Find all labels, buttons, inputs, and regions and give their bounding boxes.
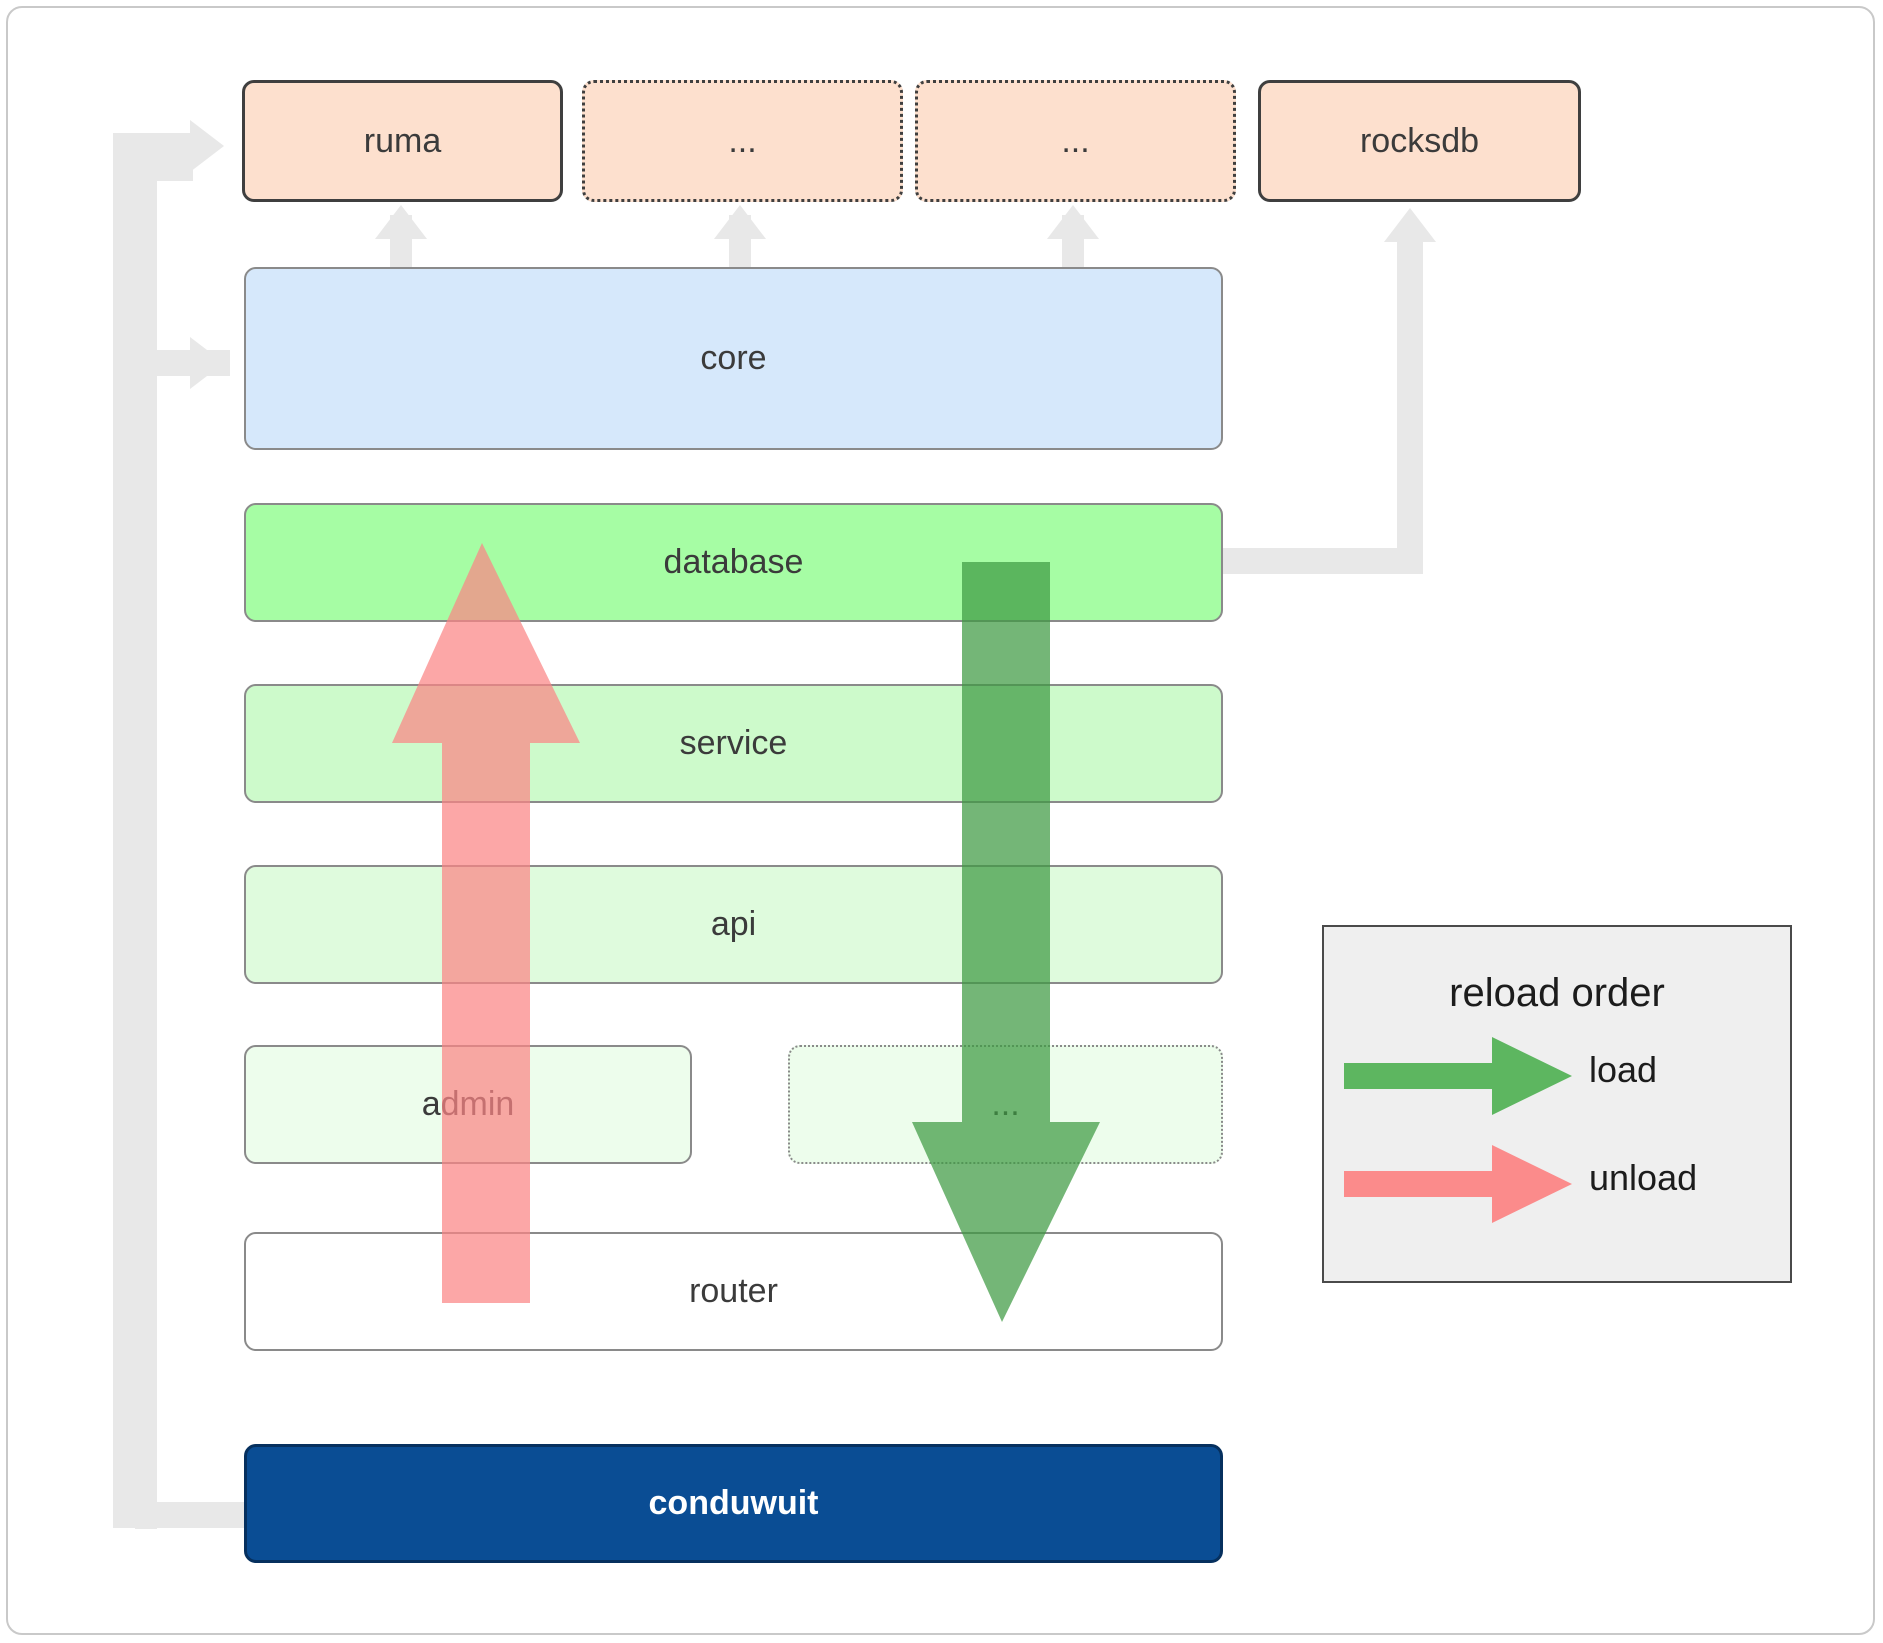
legend-load-label: load [1589,1049,1658,1090]
node-database-label: database [663,543,804,581]
node-ruma-label: ruma [363,121,442,160]
node-router[interactable]: router [244,1232,1223,1351]
node-top-placeholder-1[interactable]: ... [582,80,903,202]
load-arrow-shape [912,562,1100,1322]
connector-core-to-box2-arrowhead [714,205,766,239]
unload-arrow-shape [392,543,580,1303]
connector-arrowhead-ruma [190,120,224,172]
connector-rocksdb-arrowhead [1384,208,1436,242]
node-top-placeholder-2-label: ... [1061,121,1090,160]
connector-left-outer-vertical [113,133,139,1528]
node-top-placeholder-1-label: ... [728,121,757,160]
node-rocksdb-label: rocksdb [1359,121,1480,160]
node-ruma[interactable]: ruma [242,80,563,202]
node-service-label: service [679,724,788,762]
node-rocksdb[interactable]: rocksdb [1258,80,1581,202]
legend-unload-label: unload [1589,1157,1698,1198]
node-core-label: core [700,339,767,377]
connector-core-to-box3-arrowhead [1047,205,1099,239]
connector-core-to-ruma-arrowhead [375,205,427,239]
node-api[interactable]: api [244,865,1223,984]
node-top-placeholder-2[interactable]: ... [915,80,1236,202]
connector-arrowhead-core [190,337,224,389]
node-service[interactable]: service [244,684,1223,803]
unload-flow-arrow [390,543,580,1303]
node-conduwuit-label: conduwuit [648,1484,819,1522]
legend-unload-arrow [1344,1145,1574,1223]
legend-load-arrow [1344,1037,1574,1115]
node-conduwuit[interactable]: conduwuit [244,1444,1223,1563]
node-core[interactable]: core [244,267,1223,450]
node-database[interactable]: database [244,503,1223,622]
legend-panel: reload order load unload [1322,925,1792,1283]
node-router-label: router [689,1272,778,1310]
connector-left-inner-top-horizontal [135,159,193,181]
legend-title: reload order [1449,971,1665,1015]
node-api-label: api [710,905,757,943]
connector-database-to-rocksdb-vertical [1397,240,1423,574]
connector-left-outer-top-horizontal [113,133,193,159]
connector-database-to-rocksdb-horizontal [1223,548,1423,574]
load-flow-arrow [910,562,1100,1322]
connector-bottom-horizontal [113,1502,248,1528]
connector-left-inner-vertical [135,159,157,1529]
